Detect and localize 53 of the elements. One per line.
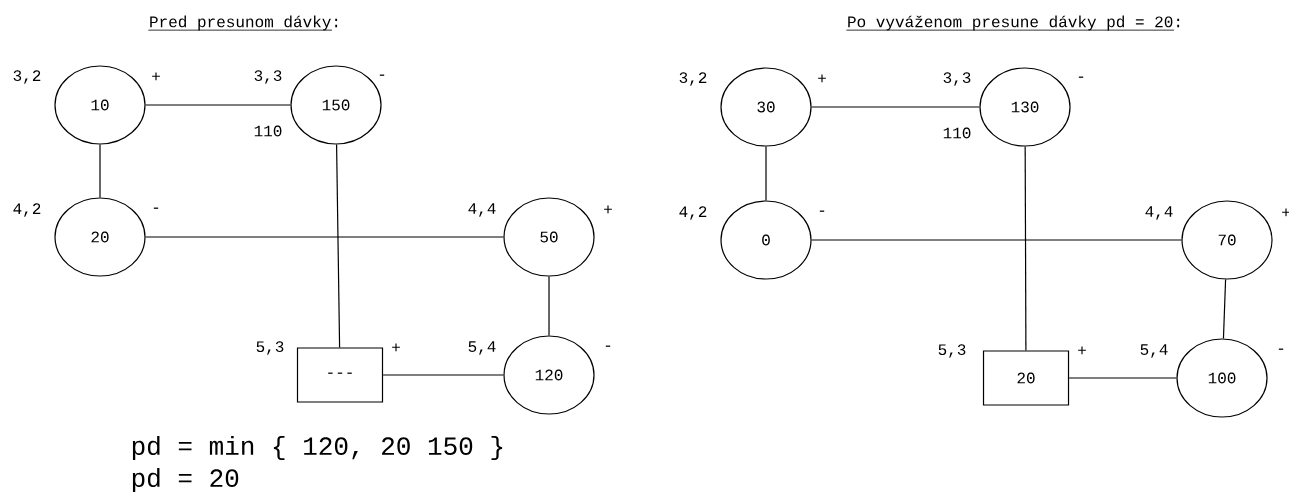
box-node: 20 [982,350,1070,406]
connector-line [145,236,504,238]
circle-node: 30 [720,67,812,147]
circle-node: 20 [54,197,146,277]
connector-line [811,239,1182,241]
heading: Pred presunom dávky: [148,15,338,31]
connector-line [99,144,101,198]
beside-label: + [1078,346,1086,355]
circle-node: 50 [503,197,595,277]
beside-label: - [1078,76,1084,78]
beside-label: + [1282,208,1289,217]
beside-label: 3,2 [13,70,41,84]
beside-label: - [1278,348,1284,350]
beside-label: 4,2 [13,203,41,217]
formula-line: pd = 20 [132,467,239,493]
connector-line [548,276,550,336]
beside-label: 110 [943,127,971,139]
formula-line: pd = min { 120, 20 150 } [132,435,503,461]
beside-label: - [153,207,159,209]
beside-label: 5,3 [256,341,284,355]
beside-label: 5,4 [468,341,496,355]
connector-line [811,106,980,108]
beside-label: + [152,72,160,81]
connector-line [765,146,767,201]
beside-label: 5,4 [1140,344,1168,358]
beside-label: 3,3 [254,70,282,84]
beside-label: 3,3 [943,72,971,86]
beside-label: 110 [254,125,282,137]
beside-label: + [392,343,400,352]
circle-node: 10 [54,65,146,145]
connector-line [382,374,504,376]
beside-label: - [605,345,611,347]
beside-label: 4,4 [1145,206,1173,220]
circle-node: 130 [979,67,1071,147]
connector-line [336,144,341,348]
beside-label: - [379,74,385,76]
circle-node: 0 [720,200,812,280]
heading: Po vyváženom presune dávky pd = 20: [846,15,1180,31]
connector-line [145,104,291,106]
beside-label: - [819,210,825,212]
connector-line [1222,278,1227,340]
beside-label: 4,2 [679,206,707,220]
beside-label: + [604,205,612,214]
circle-node: 120 [503,335,595,415]
beside-label: 3,2 [679,72,707,86]
beside-label: + [818,74,826,83]
beside-label: 5,3 [938,344,966,358]
circle-node: 100 [1176,338,1268,418]
circle-node: 70 [1181,200,1273,280]
beside-label: 4,4 [468,203,496,217]
connector-line [1068,377,1177,379]
connector-line [1024,146,1027,351]
box-node: --- [296,347,384,403]
